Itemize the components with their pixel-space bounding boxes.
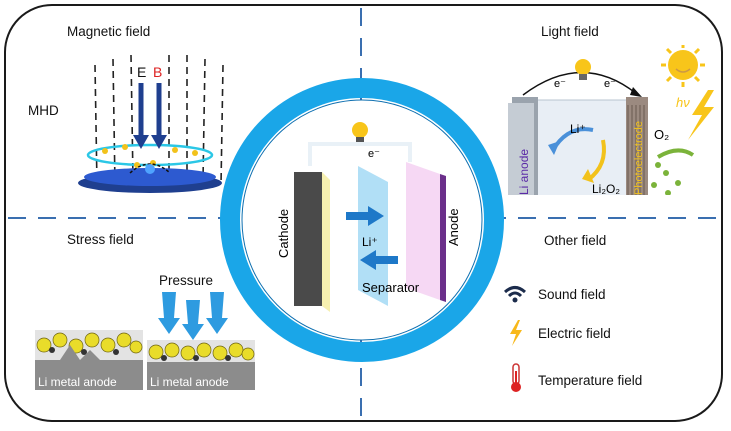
center-electron: e⁻	[368, 148, 380, 160]
central-battery-diagram: e⁻ Li⁺ Separator Cathode Anode	[220, 78, 504, 362]
sun-icon	[661, 45, 705, 87]
li-anode-label: Li anode	[517, 149, 531, 195]
light-electron-left: e⁻	[554, 78, 566, 90]
photoelectrode-label: Photoelectrode	[633, 121, 645, 195]
diagram-frame	[4, 4, 723, 422]
light-field-title: Light field	[541, 24, 599, 39]
mhd-label: MHD	[28, 103, 59, 118]
light-li-ion: Li⁺	[570, 122, 586, 136]
li-anode-left-label: Li metal anode	[38, 375, 117, 389]
cathode-label: Cathode	[276, 209, 291, 258]
lightning-icon	[688, 90, 714, 140]
thermometer-icon	[511, 363, 521, 392]
stress-field-title: Stress field	[67, 232, 134, 247]
magnetic-field-title: Magnetic field	[67, 24, 151, 39]
wifi-icon	[503, 286, 527, 303]
center-li-ion: Li⁺	[362, 235, 378, 249]
temperature-field-label: Temperature field	[538, 373, 643, 388]
e-label: E	[137, 64, 146, 80]
sound-field-label: Sound field	[538, 287, 606, 302]
pressure-label: Pressure	[159, 273, 214, 288]
stress-field-illustration: Li metal anode Li metal anode	[35, 292, 255, 390]
bulb-icon	[352, 122, 368, 143]
light-li2o2: Li₂O₂	[592, 182, 620, 195]
anode-label: Anode	[446, 208, 461, 246]
electric-field-label: Electric field	[538, 326, 611, 341]
light-o2: O₂	[654, 127, 669, 142]
other-field-title: Other field	[544, 233, 607, 248]
light-field-illustration: e⁻ e⁻ Li⁺ Li₂O₂ O₂ hν Li anode Photoelec…	[508, 45, 714, 195]
magnetic-field-illustration: E B	[78, 55, 224, 193]
light-electron-right: e⁻	[604, 78, 616, 90]
li-anode-right-label: Li metal anode	[150, 375, 229, 389]
b-label: B	[153, 64, 162, 80]
separator-label: Separator	[362, 280, 420, 295]
light-hv: hν	[676, 95, 690, 110]
lightning-icon	[510, 320, 522, 346]
